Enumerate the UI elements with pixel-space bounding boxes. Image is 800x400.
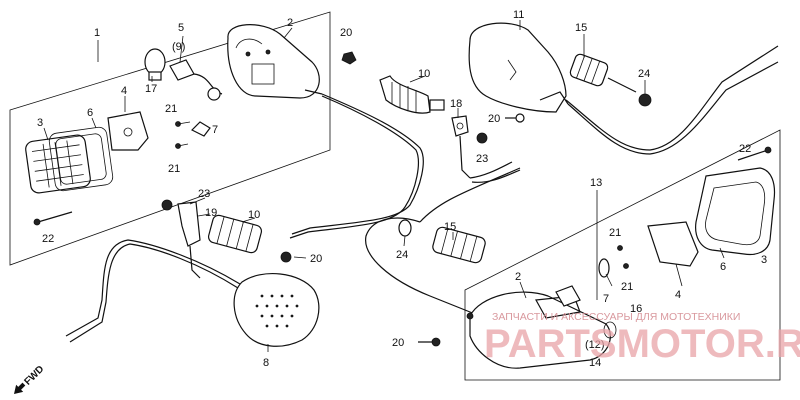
- screw-left-22: [33, 211, 73, 226]
- clip-7-left: [190, 121, 211, 137]
- label-17: 17: [145, 83, 157, 95]
- housing-left-upper: [227, 24, 323, 99]
- label-4-right: 4: [675, 289, 681, 301]
- screw-21-upper: [175, 121, 191, 127]
- reflector-left: [107, 111, 149, 151]
- screw-20-lower: [418, 337, 441, 347]
- bracket-19: [177, 201, 201, 279]
- label-7-left: 7: [212, 124, 218, 136]
- bulb-left: [144, 48, 166, 81]
- screw-20-mid: [505, 113, 525, 123]
- watermark: ЗАПЧАСТИ И АКСЕССУАРЫ ДЛЯ МОТОТЕХНИКИ PA…: [484, 311, 800, 366]
- label-3-right: 3: [761, 254, 767, 266]
- bracket-18: [451, 115, 471, 179]
- label-20-lower: 20: [392, 337, 404, 349]
- label-21-d: 21: [621, 281, 633, 293]
- label-4-left: 4: [121, 85, 127, 97]
- bulb-right: [598, 258, 610, 278]
- frame-left-assembly: [9, 11, 331, 266]
- part-labels: 1 2 3 4 5 (9) 6 7 17 21 21 22 20 10 18 2…: [37, 9, 767, 369]
- label-2-upper: 2: [287, 17, 293, 29]
- label-15-upper: 15: [575, 22, 587, 34]
- label-9: (9): [172, 41, 185, 53]
- label-24-upper: 24: [638, 68, 650, 80]
- leader-lines: [43, 20, 725, 352]
- label-11: 11: [513, 9, 524, 21]
- wire-upper-right: [565, 45, 779, 155]
- label-7-right: 7: [603, 293, 609, 305]
- label-14: 14: [589, 357, 601, 369]
- stay-10-upper: [379, 75, 445, 114]
- label-8: 8: [263, 357, 269, 369]
- label-19: 19: [205, 207, 217, 219]
- label-13: 13: [590, 177, 602, 189]
- grommet-24-lower: [398, 219, 412, 237]
- label-21-c: 21: [609, 227, 621, 239]
- label-5: 5: [178, 22, 184, 34]
- gasket-right: [695, 167, 776, 256]
- housing-left-lower: [233, 272, 320, 347]
- label-3-left: 3: [37, 117, 43, 129]
- label-10-lower: 10: [248, 209, 260, 221]
- label-22-right: 22: [739, 143, 751, 155]
- nut-23-left: [161, 199, 173, 211]
- label-12: (12): [585, 339, 605, 351]
- gasket-left: [48, 126, 114, 192]
- label-16: 16: [630, 303, 642, 315]
- screw-22-right: [737, 146, 772, 161]
- label-6-left: 6: [87, 107, 93, 119]
- reflector-right: [647, 221, 699, 267]
- label-2-lower: 2: [515, 271, 521, 283]
- label-20-left: 20: [310, 253, 322, 265]
- wire-lower-mid: [365, 167, 521, 317]
- frame-right-assembly: [464, 129, 781, 381]
- stay-15-upper: [569, 53, 637, 93]
- label-15-lower: 15: [444, 221, 456, 233]
- label-20-mid: 20: [488, 113, 500, 125]
- label-21-b: 21: [168, 163, 180, 175]
- ring-16: [603, 321, 617, 339]
- watermark-tagline: ЗАПЧАСТИ И АКСЕССУАРЫ ДЛЯ МОТОТЕХНИКИ: [492, 311, 740, 323]
- nut-23-right: [476, 132, 488, 144]
- label-6-right: 6: [720, 261, 726, 273]
- label-20-top: 20: [340, 27, 352, 39]
- label-1: 1: [94, 27, 100, 39]
- label-24-lower: 24: [396, 249, 408, 261]
- label-18: 18: [450, 98, 462, 110]
- wire-upper-left: [289, 93, 424, 239]
- wire-mid: [469, 161, 521, 183]
- grommet-20-top: [341, 51, 357, 65]
- label-22-left: 22: [42, 233, 54, 245]
- label-10-upper: 10: [418, 68, 430, 80]
- wire-lower-left: [65, 239, 241, 343]
- label-23-right: 23: [476, 153, 488, 165]
- nut-24-upper: [638, 93, 652, 107]
- socket-left: [169, 59, 223, 101]
- stay-15-lower: [432, 226, 486, 264]
- fwd-label: FWD: [22, 364, 46, 388]
- watermark-brand: PARTSMOTOR.RU: [484, 322, 800, 366]
- lens-left: [25, 134, 91, 194]
- housing-right-lower: [466, 291, 611, 369]
- screw-21-lower: [175, 143, 189, 149]
- label-21-a: 21: [165, 103, 177, 115]
- label-23-left: 23: [198, 188, 210, 200]
- fwd-indicator: FWD: [14, 364, 46, 394]
- screw-21-right-b: [623, 263, 629, 269]
- stay-10-lower: [207, 214, 263, 254]
- grommet-20-left: [280, 251, 292, 263]
- housing-right-upper: [468, 22, 569, 113]
- screw-21-right-a: [617, 245, 623, 251]
- socket-right: [555, 285, 581, 307]
